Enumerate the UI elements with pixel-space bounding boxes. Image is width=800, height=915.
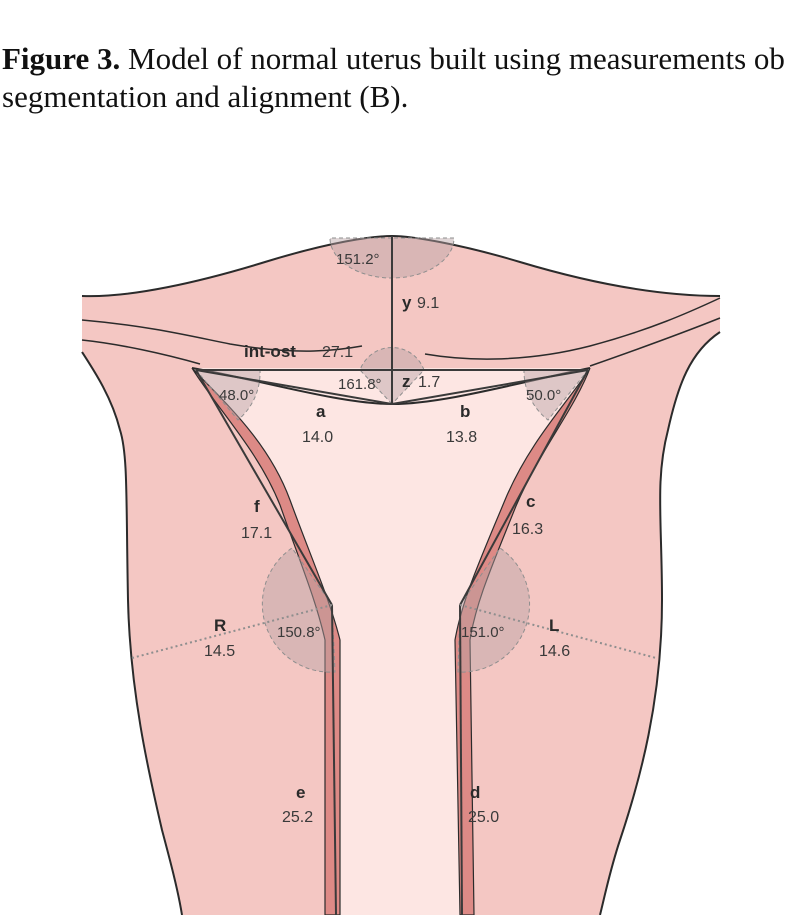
y-letter: y [402,293,412,312]
measurement-lines [195,236,589,915]
a-letter: a [316,402,326,421]
endometrium-left [191,367,341,915]
y-value: 9.1 [417,295,439,312]
caption-text-1: Model of normal uterus built using measu… [128,41,785,76]
width-lines [131,604,657,659]
uterus-outline-left [81,351,183,915]
R-letter: R [214,616,226,635]
serosa-band-left-outer [81,319,363,352]
endometrial-cavity [192,368,590,915]
f-line [195,369,333,606]
c-value: 16.3 [512,521,543,538]
angle-sector-left-horn [194,369,261,421]
serosa-band-left [81,339,201,365]
e-value: 25.2 [282,809,313,826]
f-letter: f [254,497,260,516]
b-letter: b [460,402,470,421]
serosa-band-right-outer [424,297,721,360]
f-value: 17.1 [241,525,272,542]
z-value: 1.7 [418,374,440,391]
c-line [459,369,589,606]
z-letter: z [402,372,411,391]
L-value: 14.6 [539,643,570,660]
caption-line-1: Figure 3. Model of normal uterus built u… [2,40,798,78]
caption-figure-label: Figure 3. [2,41,121,76]
angle-right-horn-label: 50.0° [526,387,561,404]
e-letter: e [296,783,305,802]
R-value: 14.5 [204,643,235,660]
int-ost-letter: int-ost [244,342,296,361]
d-value: 25.0 [468,809,499,826]
figure-caption: Figure 3. Model of normal uterus built u… [2,40,798,117]
uterus-shapes [81,234,721,915]
angle-sector-right-horn [523,369,590,421]
angle-left-horn-label: 48.0° [219,387,254,404]
a-line [195,369,393,405]
d-letter: d [470,783,480,802]
angle-sector-left-mid [261,547,336,673]
int-ost-value: 27.1 [322,344,353,361]
b-line [391,369,589,405]
caption-line-2: segmentation and alignment (B). [2,79,409,115]
L-letter: L [549,616,559,635]
uterus-outline-right [599,331,721,915]
e-line [331,604,337,915]
L-line [459,604,657,659]
serosa-band-right [589,317,721,367]
angle-center-label: 161.8° [338,376,382,393]
diagram-labels: 151.2° y 9.1 int-ost 27.1 161.8° z 1.7 4… [204,251,570,826]
angle-right-mid-label: 151.0° [461,624,505,641]
angle-fundus-label: 151.2° [336,251,380,268]
angle-left-mid-label: 150.8° [277,624,321,641]
d-line [459,604,463,915]
angle-sector-right-mid [457,547,531,673]
b-value: 13.8 [446,429,477,446]
a-value: 14.0 [302,429,333,446]
c-letter: c [526,492,535,511]
